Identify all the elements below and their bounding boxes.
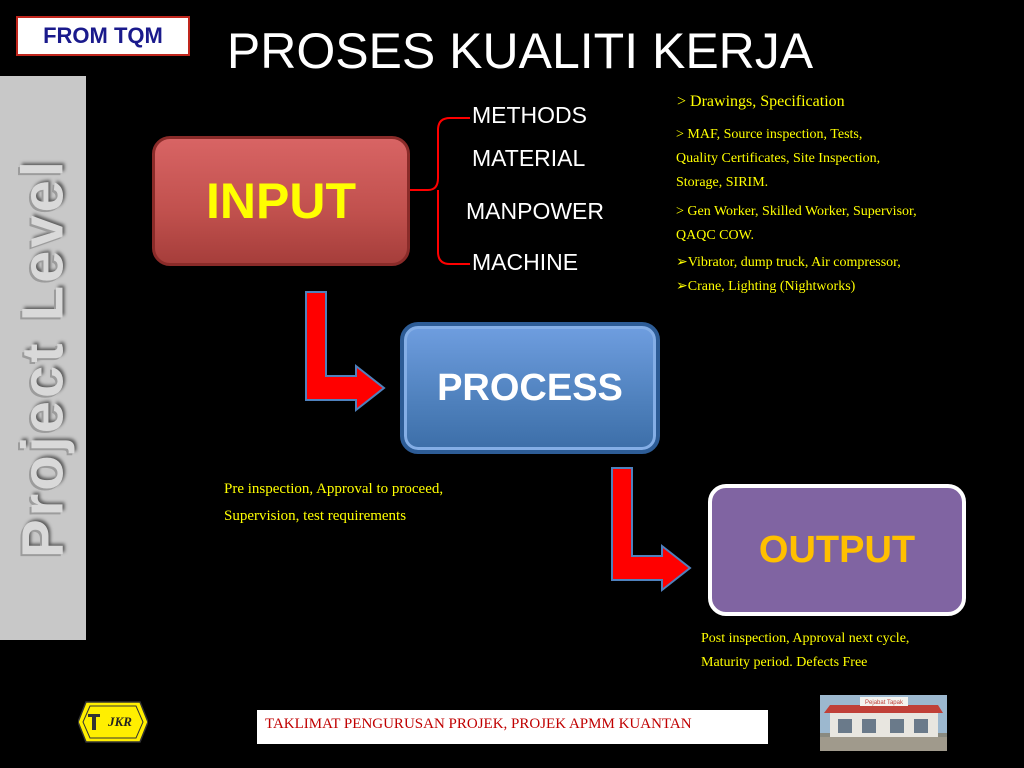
arrow-process-to-output <box>611 467 692 593</box>
detail-manpower: > Gen Worker, Skilled Worker, Supervisor… <box>676 200 917 248</box>
footer-caption: TAKLIMAT PENGURUSAN PROJEK, PROJEK APMM … <box>257 710 768 744</box>
detail-material-line: Quality Certificates, Site Inspection, <box>676 151 881 166</box>
slide-title: PROSES KUALITI KERJA <box>226 23 814 79</box>
detail-material-line: > MAF, Source inspection, Tests, <box>676 127 863 142</box>
arrow-bullet-icon: ➢ <box>676 279 688 294</box>
input-box: INPUT <box>152 136 410 266</box>
process-note-line: Pre inspection, Approval to proceed, <box>224 481 444 497</box>
arrow-bullet-icon: ➢ <box>676 255 688 270</box>
arrow-input-to-process <box>305 291 386 413</box>
category-material: MATERIAL <box>472 145 586 171</box>
input-brace <box>410 117 470 265</box>
detail-machine: ➢Vibrator, dump truck, Air compressor, ➢… <box>676 251 901 299</box>
jkr-logo-text: JKR <box>107 714 132 729</box>
site-office-photo: Pejabat Tapak <box>820 695 947 751</box>
detail-material-line: Storage, SIRIM. <box>676 175 769 190</box>
photo-sign-text: Pejabat Tapak <box>865 700 904 706</box>
output-box: OUTPUT <box>708 484 966 616</box>
process-box: PROCESS <box>400 322 660 454</box>
output-note: Post inspection, Approval next cycle, Ma… <box>701 627 909 675</box>
category-methods: METHODS <box>472 102 587 128</box>
category-machine: MACHINE <box>472 249 579 275</box>
category-manpower: MANPOWER <box>466 198 604 224</box>
detail-manpower-line: QAQC COW. <box>676 228 755 243</box>
jkr-logo: JKR <box>78 701 148 743</box>
detail-manpower-line: > Gen Worker, Skilled Worker, Supervisor… <box>676 204 917 219</box>
process-note-line: Supervision, test requirements <box>224 508 407 524</box>
detail-methods: > Drawings, Specification <box>677 93 845 110</box>
output-note-line: Maturity period. Defects Free <box>701 655 868 670</box>
process-note: Pre inspection, Approval to proceed, Sup… <box>224 476 443 530</box>
sidebar-panel <box>0 76 86 640</box>
from-tqm-badge: FROM TQM <box>16 16 190 56</box>
detail-machine-line: ➢Crane, Lighting (Nightworks) <box>676 279 856 294</box>
output-note-line: Post inspection, Approval next cycle, <box>701 631 910 646</box>
detail-machine-line: ➢Vibrator, dump truck, Air compressor, <box>676 255 901 270</box>
detail-material: > MAF, Source inspection, Tests, Quality… <box>676 123 880 195</box>
